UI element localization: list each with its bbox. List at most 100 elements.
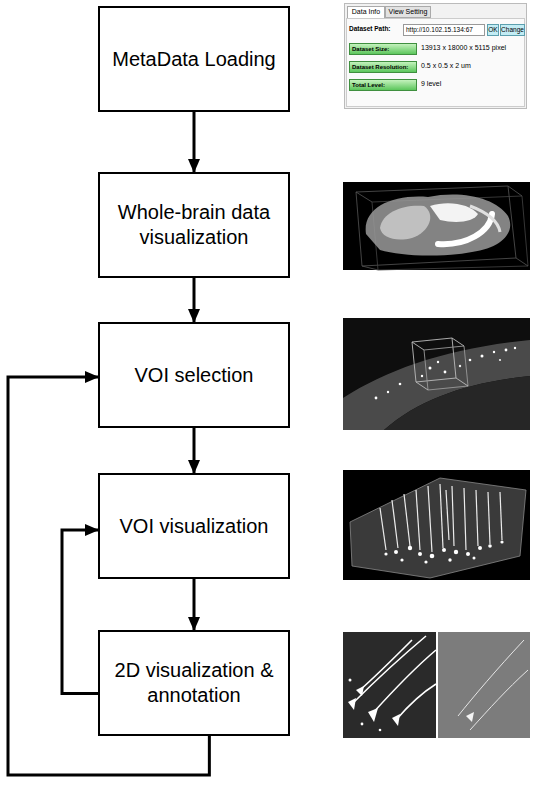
voi-selection-image	[343, 340, 530, 430]
whole-brain-image	[508, 186, 522, 196]
voi-volume-image	[404, 494, 410, 546]
voi-selection-image	[399, 383, 402, 386]
field-label: Total Level:	[349, 79, 417, 91]
whole-brain-image	[366, 194, 511, 255]
field-label: Dataset Size:	[349, 43, 417, 55]
slice-2d-images	[372, 650, 436, 714]
voi-volume-image	[430, 554, 435, 559]
voi-volume-image	[380, 508, 386, 550]
voi-selection-image	[375, 397, 378, 400]
voi-selection-image	[444, 371, 447, 374]
step-label: VOI visualization	[120, 514, 269, 539]
voi-volume-image	[452, 486, 454, 546]
whole-brain-image	[356, 186, 516, 266]
voi-selection-image	[343, 318, 530, 430]
voi-selection-image	[481, 355, 484, 358]
step-label: VOI selection	[135, 363, 254, 388]
flow-arrow	[193, 112, 196, 172]
voi-volume-image	[448, 558, 451, 561]
slice-2d-images	[348, 679, 400, 732]
voi-volume-image	[442, 548, 446, 552]
slice-2d-images	[470, 670, 528, 730]
process-box: 2D visualization & annotation	[98, 630, 290, 736]
whole-brain-image	[516, 258, 528, 266]
voi-selection-image	[416, 382, 428, 390]
field-value: 0.5 x 0.5 x 2 um	[421, 61, 525, 73]
voi-selection-image	[424, 346, 468, 390]
tab-label: Data Info	[347, 6, 385, 18]
slice-2d-images	[352, 636, 436, 720]
flow-arrow	[193, 428, 196, 473]
process-box: VOI visualization	[98, 473, 290, 579]
field-value: http://10.102.15.134:67	[403, 24, 485, 36]
slice-2d-images	[458, 640, 528, 730]
voi-selection-image	[469, 359, 472, 362]
button-label: Change	[500, 24, 525, 36]
step-label: Whole-brain data visualization	[102, 200, 286, 250]
voi-volume-image	[476, 490, 478, 546]
voi-selection-image	[514, 347, 516, 349]
whole-brain-image	[362, 266, 378, 270]
voi-volume-image	[380, 484, 502, 552]
voi-volume-image	[424, 560, 427, 563]
voi-selection-image	[387, 391, 389, 393]
slice-2d-images	[458, 640, 524, 716]
voi-volume-image	[350, 478, 526, 578]
voi-selection-image	[456, 378, 468, 386]
field-label: Dataset Path:	[349, 24, 403, 36]
whole-brain-image	[343, 182, 530, 270]
voi-volume-image	[466, 552, 470, 556]
voi-volume-image	[500, 492, 502, 540]
voi-volume-image	[384, 540, 503, 563]
slice-2d-images	[438, 632, 530, 738]
slice-2d-images	[396, 684, 436, 720]
slice-2d-images	[466, 712, 474, 722]
step-label: MetaData Loading	[112, 47, 275, 72]
voi-volume-image	[473, 557, 476, 560]
flow-arrow	[62, 530, 98, 694]
voi-selection-image	[429, 367, 432, 370]
button-label: OK	[487, 24, 499, 36]
voi-volume-image	[384, 552, 387, 555]
voi-volume-image	[416, 490, 420, 550]
slice-2d-images	[348, 698, 356, 710]
voi-selection-image	[493, 351, 495, 353]
field-value: 9 level	[421, 79, 525, 91]
whole-brain-image	[343, 182, 530, 270]
voi-selection-image	[421, 375, 423, 377]
voi-volume-image	[343, 470, 530, 580]
slice-2d-images	[343, 632, 436, 738]
voi-volume-image	[428, 486, 432, 552]
process-box: Whole-brain data visualization	[98, 172, 290, 278]
process-box: VOI selection	[98, 322, 290, 428]
voi-volume-image	[440, 484, 443, 548]
voi-volume-image	[392, 500, 398, 548]
voi-volume-image	[488, 544, 492, 548]
voi-selection-image	[499, 359, 501, 361]
voi-volume-image	[400, 558, 403, 561]
voi-volume-image	[394, 550, 398, 554]
slice-2d-images	[360, 640, 412, 690]
voi-volume-image	[500, 540, 503, 543]
whole-brain-image	[380, 206, 430, 240]
voi-volume-image	[478, 546, 482, 550]
voi-volume-image	[343, 470, 530, 580]
slice-2d-images	[356, 686, 364, 696]
voi-volume-image	[446, 490, 449, 540]
slice-2d-images	[349, 679, 352, 682]
voi-volume-image	[464, 488, 466, 550]
whole-brain-image	[356, 192, 372, 202]
slice-2d-images	[361, 723, 364, 726]
flow-arrow	[193, 579, 196, 630]
voi-selection-image	[437, 361, 439, 363]
slice-2d-images	[343, 632, 530, 738]
voi-volume-image	[488, 492, 490, 544]
whole-brain-image	[438, 214, 492, 244]
slice-2d-images	[392, 714, 400, 726]
process-box: MetaData Loading	[98, 6, 290, 112]
voi-selection-image	[343, 376, 530, 430]
slice-2d-images	[368, 708, 378, 722]
voi-volume-image	[418, 552, 422, 556]
voi-selection-image	[505, 349, 508, 352]
voi-selection-image	[459, 365, 461, 367]
